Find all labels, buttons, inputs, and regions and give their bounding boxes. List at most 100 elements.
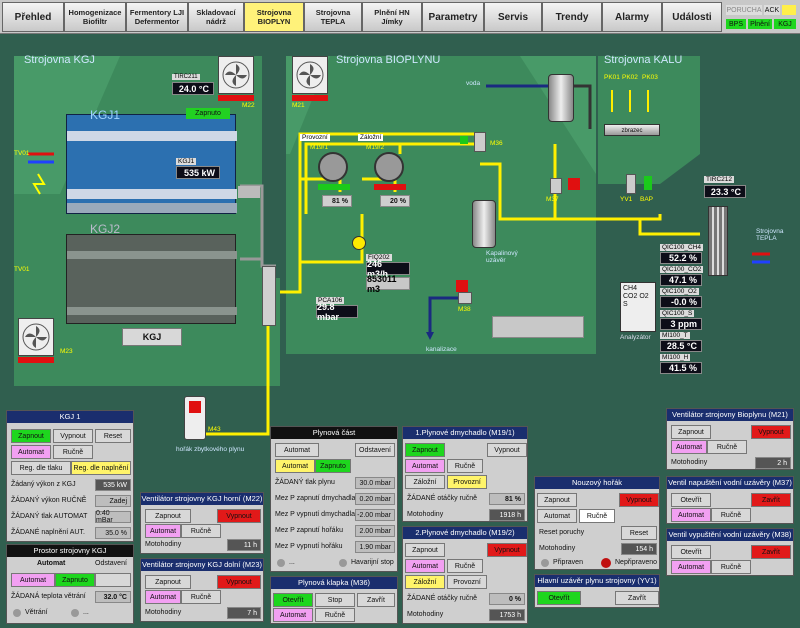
plyn-zapnuto-button[interactable]: Zapnuto <box>315 459 351 473</box>
m36-automat-button[interactable]: Automat <box>273 608 313 622</box>
plyn-lamp-icon <box>277 559 285 567</box>
d2-automat-button[interactable]: Automat <box>405 559 445 573</box>
nav-udalosti[interactable]: Události <box>662 2 722 32</box>
kgj1-reg-tlak-button[interactable]: Reg. dle tlaku <box>11 461 71 475</box>
d2-vypnout-button[interactable]: Vypnout <box>487 543 527 557</box>
m23-vypnout-button[interactable]: Vypnout <box>217 575 261 589</box>
d1-zalozni-button[interactable]: Záložní <box>405 475 445 489</box>
d2-zapnout-button[interactable]: Zapnout <box>405 543 445 557</box>
m37-rucne-button[interactable]: Ručně <box>711 508 751 522</box>
m23-rucne-button[interactable]: Ručně <box>181 590 221 604</box>
fan-m23-icon[interactable] <box>18 318 54 356</box>
nav-servis[interactable]: Servis <box>484 2 542 32</box>
kgj1-reset-button[interactable]: Reset <box>95 429 131 443</box>
kgj1-automat-button[interactable]: Automat <box>11 445 51 459</box>
kgj1-tlak-input[interactable]: 0.40 mBar <box>95 510 131 524</box>
valve-m37-icon[interactable] <box>550 178 562 194</box>
valve-m36-icon[interactable] <box>474 132 486 152</box>
nav-parametry[interactable]: Parametry <box>422 2 484 32</box>
porucha-indicator[interactable]: PORUCHA <box>726 5 762 15</box>
nav-alarmy[interactable]: Alarmy <box>602 2 662 32</box>
m38-rucne-button[interactable]: Ručně <box>711 560 751 574</box>
d1-rucne-button[interactable]: Ručně <box>447 459 483 473</box>
horak-zapnout-button[interactable]: Zapnout <box>537 493 577 507</box>
nav-skladovaci[interactable]: Skladovací nádrž <box>188 2 244 32</box>
m21-rucne-button[interactable]: Ručně <box>707 440 747 454</box>
nav-homogenizace[interactable]: Homogenizace Biofiltr <box>64 2 126 32</box>
valve-yv1-icon[interactable] <box>626 174 636 194</box>
kgj1-naplneni-input[interactable]: 35.0 % <box>95 527 131 539</box>
kgj1-rucne-button[interactable]: Ručně <box>53 445 93 459</box>
m38-label: M38 <box>458 306 471 313</box>
d2-zalozni-button[interactable]: Záložní <box>405 575 445 589</box>
prostor-zapnuto-button[interactable]: Zapnuto <box>55 573 95 587</box>
m38-otevrit-button[interactable]: Otevřít <box>671 545 711 559</box>
plyn-odstaveni-button[interactable]: Odstavení <box>355 443 395 457</box>
m22-zapnout-button[interactable]: Zapnout <box>145 509 191 523</box>
m22-rucne-button[interactable]: Ručně <box>181 524 221 538</box>
m37-zavrit-button[interactable]: Zavřít <box>751 493 791 507</box>
d1-otacky-input[interactable]: 81 % <box>489 493 525 505</box>
m36-zavrit-button[interactable]: Zavřít <box>357 593 395 607</box>
m23-zapnout-button[interactable]: Zapnout <box>145 575 191 589</box>
yv1-zavrit-button[interactable]: Zavřít <box>615 591 659 605</box>
yv1-otevrit-button[interactable]: Otevřít <box>537 591 581 605</box>
m38-zavrit-button[interactable]: Zavřít <box>751 545 791 559</box>
m21-vypnout-button[interactable]: Vypnout <box>751 425 791 439</box>
m37-otevrit-button[interactable]: Otevřít <box>671 493 711 507</box>
plyn-mez-vyp-dm-input[interactable]: -2.00 mbar <box>355 509 395 521</box>
horak-vypnout-button[interactable]: Vypnout <box>619 493 659 507</box>
plyn-automat-top-button[interactable]: Automat <box>275 443 319 457</box>
kgj1-vykon-rucne-input[interactable]: Zadej <box>95 495 131 507</box>
m22-vypnout-button[interactable]: Vypnout <box>217 509 261 523</box>
horak-automat-button[interactable]: Automat <box>537 509 577 523</box>
nav-strojovna-bioplyn[interactable]: Strojovna BIOPLYN <box>244 2 304 32</box>
gas-analyzer[interactable]: CH4 CO2 O2 S <box>620 282 656 332</box>
nav-fermentory[interactable]: Fermentory LJI Defermentor <box>126 2 188 32</box>
valve-m38-icon[interactable] <box>458 292 472 304</box>
burner-icon[interactable] <box>184 396 206 440</box>
horak-label: hořák zbytkového plynu <box>176 446 245 453</box>
d2-provozni-button[interactable]: Provozní <box>447 575 487 589</box>
ack-button[interactable]: ACK <box>764 5 780 15</box>
m36-stop-button[interactable]: Stop <box>315 593 355 607</box>
d1-zapnout-button[interactable]: Zapnout <box>405 443 445 457</box>
nav-plneni[interactable]: Plnění HN Jímky <box>362 2 422 32</box>
plyn-automat-button[interactable]: Automat <box>275 459 315 473</box>
prostor-teplota-input[interactable]: 32.0 °C <box>95 591 131 603</box>
blower-m19-1-icon[interactable] <box>318 152 348 182</box>
d2-otacky-input[interactable]: 0 % <box>489 593 525 605</box>
d1-vypnout-button[interactable]: Vypnout <box>487 443 527 457</box>
d1-provozni-button[interactable]: Provozní <box>447 475 487 489</box>
fan-m22-icon[interactable] <box>218 56 254 94</box>
kgj2-engine[interactable] <box>66 234 237 324</box>
kgj1-zapnout-button[interactable]: Zapnout <box>11 429 51 443</box>
m23-automat-button[interactable]: Automat <box>145 590 181 604</box>
blower-m19-2-icon[interactable] <box>374 152 404 182</box>
horak-reset-button[interactable]: Reset <box>621 526 657 540</box>
m37-automat-button[interactable]: Automat <box>671 508 711 522</box>
fan-m21-icon[interactable] <box>292 56 328 94</box>
prostor-automat-button[interactable]: Automat <box>11 573 55 587</box>
nav-trendy[interactable]: Trendy <box>542 2 602 32</box>
horak-rucne-button[interactable]: Ručně <box>579 509 615 523</box>
nav-prehled[interactable]: Přehled <box>2 2 64 32</box>
m21-automat-button[interactable]: Automat <box>671 440 707 454</box>
kgj1-engine[interactable] <box>66 114 237 214</box>
m36-rucne-button[interactable]: Ručně <box>315 608 355 622</box>
m21-zapnout-button[interactable]: Zapnout <box>671 425 711 439</box>
plyn-mez-zap-dm-input[interactable]: 0.20 mbar <box>355 493 395 505</box>
d1-automat-button[interactable]: Automat <box>405 459 445 473</box>
plyn-tlak-input[interactable]: 30.0 mbar <box>355 477 395 489</box>
m38-automat-button[interactable]: Automat <box>671 560 711 574</box>
kgj1-reg-naplneni-button[interactable]: Reg. dle naplnění <box>71 461 131 475</box>
m36-otevrit-button[interactable]: Otevřít <box>273 593 313 607</box>
kgj-button[interactable]: KGJ <box>122 328 182 346</box>
kgj1-vypnout-button[interactable]: Vypnout <box>53 429 93 443</box>
plyn-mez-zap-h-input[interactable]: 2.00 mbar <box>355 525 395 537</box>
nav-strojovna-tepla[interactable]: Strojovna TEPLA <box>304 2 362 32</box>
plyn-mez-vyp-h-input[interactable]: 1.90 mbar <box>355 541 395 553</box>
m22-automat-button[interactable]: Automat <box>145 524 181 538</box>
prostor-odstaveni-button[interactable] <box>95 573 131 587</box>
d2-rucne-button[interactable]: Ručně <box>447 559 483 573</box>
